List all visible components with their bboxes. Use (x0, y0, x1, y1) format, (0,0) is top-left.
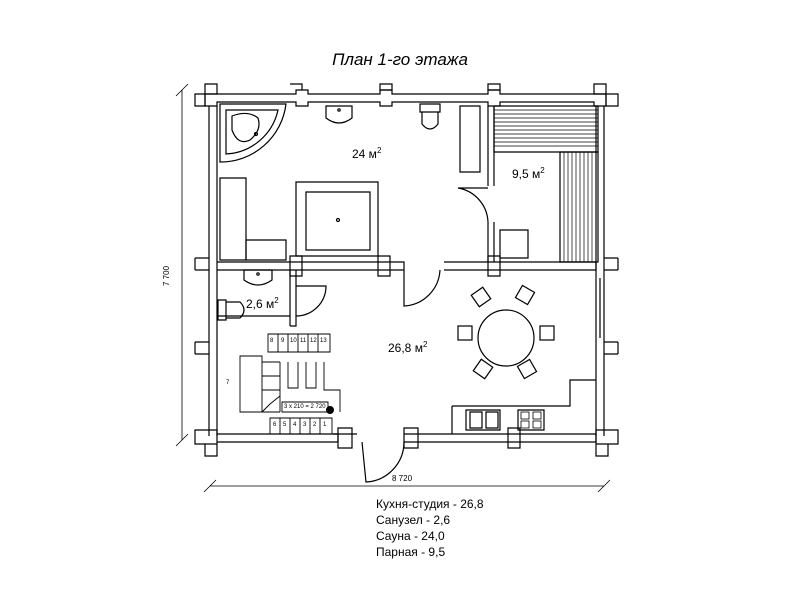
stair-step-9: 9 (281, 338, 285, 344)
hob-burners (520, 411, 542, 429)
sauna-shelf-right (459, 105, 481, 173)
wall-bottom-right (404, 433, 597, 443)
wall-bottom-left (217, 433, 339, 443)
wall-bottom-cross3 (507, 427, 521, 449)
wall-corner-bl (194, 429, 218, 457)
legend-item-steam: Парная - 9,5 (376, 545, 446, 559)
steam-bench-top (493, 105, 599, 153)
stair-start-marker (326, 406, 334, 414)
room-area-sauna: 24 м2 (352, 146, 382, 161)
wall-left (208, 106, 218, 436)
stair-step-6: 6 (273, 422, 277, 428)
door-entry (361, 441, 405, 483)
legend-item-sauna: Сауна - 24,0 (376, 529, 445, 543)
door-steam (457, 187, 489, 223)
stair-step-1: 1 (323, 422, 327, 428)
dining-chairs (457, 284, 555, 380)
wall-middle-right (444, 261, 597, 271)
wall-right (595, 106, 605, 436)
stair-step-3: 3 (303, 422, 307, 428)
wall-corner-br (595, 429, 619, 457)
stair-step-2: 2 (313, 422, 317, 428)
steam-bench-right (559, 151, 599, 263)
wall-bottom-cross1 (333, 427, 357, 449)
plunge-pool (295, 181, 379, 257)
wall-left-cross1 (194, 257, 209, 271)
sink-sauna (325, 105, 353, 124)
wall-middle-cross3 (487, 255, 501, 277)
wall-right-cross2 (604, 341, 619, 355)
sauna-bench-bottom (245, 239, 287, 261)
stair-step-13: 13 (320, 338, 327, 344)
legend-item-kitchen: Кухня-студия - 26,8 (376, 497, 484, 511)
wall-top (204, 89, 607, 107)
toilet-sauna (419, 103, 441, 130)
wall-steam-left2 (487, 222, 495, 262)
stair-step-8: 8 (270, 338, 274, 344)
room-area-steam: 9,5 м2 (512, 166, 545, 181)
stair-dimension-hint: 3 x 210 = 2 720 (284, 404, 326, 410)
wall-bottom-cross2 (403, 427, 419, 449)
kitchen-hob (517, 409, 545, 431)
kitchen-sink (465, 409, 501, 431)
room-area-kitchen: 26,8 м2 (388, 340, 428, 355)
door-sauna (403, 269, 441, 307)
door-bath (295, 285, 327, 317)
dining-table (477, 309, 535, 367)
wall-middle-cross2 (377, 255, 391, 277)
wall-junction-top2 (379, 83, 393, 91)
dimension-width: 8 720 (392, 474, 413, 483)
stair-step-10: 10 (290, 338, 297, 344)
wall-corner-tl (194, 83, 218, 107)
sink-bath (243, 269, 273, 286)
bathtub (219, 103, 287, 163)
legend-item-bathroom: Санузел - 2,6 (376, 513, 451, 527)
stair-landing-label: 7 (226, 380, 230, 386)
stair-step-12: 12 (310, 338, 317, 344)
wall-corner-tr (593, 83, 619, 107)
dimension-line-vertical (175, 83, 189, 447)
wall-junction-top1 (290, 83, 303, 90)
sauna-bench-left (219, 177, 247, 261)
stair-step-5: 5 (283, 422, 287, 428)
room-area-legend: Кухня-студия - 26,8 Санузел - 2,6 Сауна … (376, 496, 484, 560)
wall-junction-top3 (487, 83, 501, 91)
kitchen-counter (451, 379, 596, 434)
dimension-line-horizontal (203, 479, 611, 493)
steam-bench-hatch (494, 109, 598, 262)
wall-left-cross2 (194, 341, 209, 355)
plan-title: План 1-го этажа (332, 50, 468, 69)
stair-step-11: 11 (300, 338, 307, 344)
wall-middle-left (217, 261, 405, 271)
dimension-height: 7 700 (162, 265, 171, 286)
wall-steam-left (487, 106, 495, 186)
wall-right-cross1 (604, 257, 619, 271)
stair-step-4: 4 (293, 422, 297, 428)
toilet-bath (217, 299, 245, 321)
staircase (239, 333, 341, 435)
room-area-bathroom: 2,6 м2 (246, 296, 279, 311)
steam-stove (499, 229, 529, 259)
